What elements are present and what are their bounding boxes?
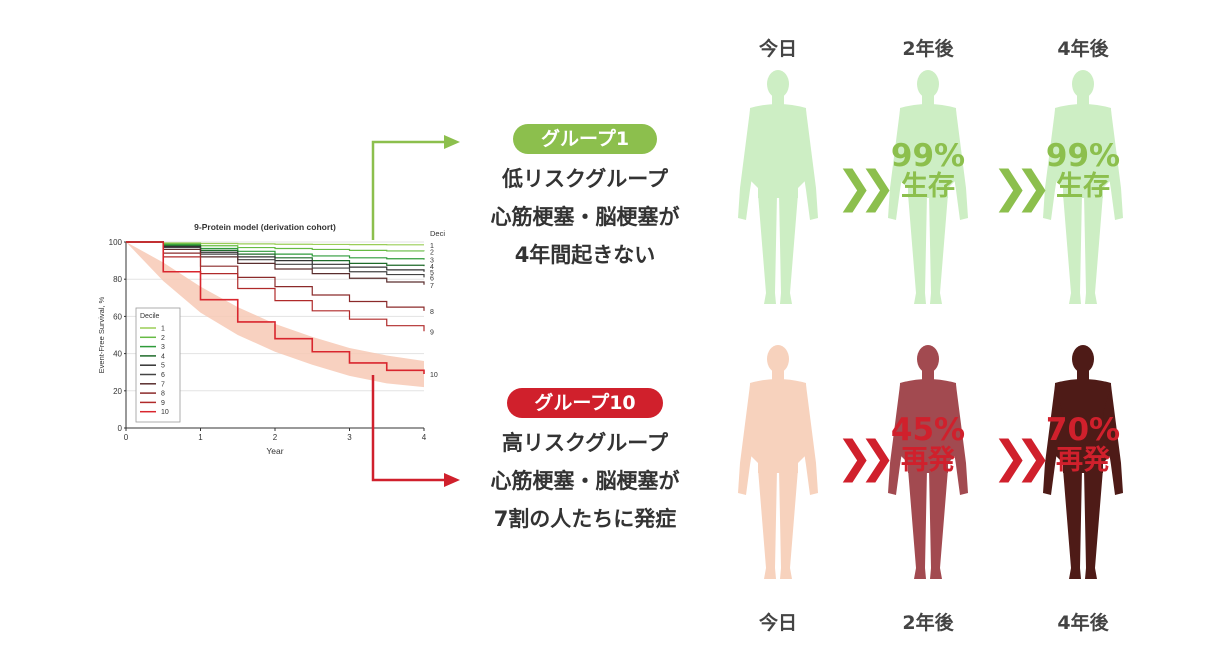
legend-label-6: 6 <box>161 372 165 379</box>
overlay-low-2yr-word: 生存 <box>901 170 955 202</box>
legend-label-2: 2 <box>161 335 165 342</box>
group-10-description: 高リスクグループ 心筋梗塞・脳梗塞が 7割の人たちに発症 <box>490 431 680 531</box>
y-tick-label-20: 20 <box>113 387 122 396</box>
overlay-high-2yr-word: 再発 <box>901 444 955 476</box>
series-line-decile-9 <box>126 241 425 332</box>
label-2yr-top: 2年後 <box>902 38 954 60</box>
group-1-description: 低リスクグループ 心筋梗塞・脳梗塞が 4年間起きない <box>490 167 680 267</box>
overlay-high-4yr: 70% 再発 <box>1023 414 1143 475</box>
end-label-decile-1: 1 <box>430 243 434 250</box>
label-4yr-bottom: 4年後 <box>1057 612 1109 634</box>
chart-title: 9-Protein model (derivation cohort) <box>194 222 336 232</box>
body-high-0 <box>738 345 818 579</box>
series-line-decile-1 <box>126 241 424 246</box>
end-label-decile-10: 10 <box>430 372 438 379</box>
end-label-decile-3: 3 <box>430 258 434 265</box>
y-tick-label-40: 40 <box>113 350 122 359</box>
overlay-low-4yr: 99% 生存 <box>1023 140 1143 201</box>
overlay-high-4yr-word: 再発 <box>1056 444 1110 476</box>
legend-label-3: 3 <box>161 344 165 351</box>
y-tick-label-60: 60 <box>113 312 122 321</box>
x-axis-label: Year <box>266 446 283 456</box>
arrow-to-group-10 <box>371 375 448 482</box>
group-10-badge: グループ10 <box>507 388 663 418</box>
arrow-to-group-1 <box>371 140 448 240</box>
legend-label-7: 7 <box>161 381 165 388</box>
label-2yr-bottom: 2年後 <box>902 612 954 634</box>
legend-label-9: 9 <box>161 400 165 407</box>
overlay-low-2yr: 99% 生存 <box>868 140 988 201</box>
end-label-decile-6: 6 <box>430 275 434 282</box>
label-today-bottom: 今日 <box>758 612 797 634</box>
body-high-2 <box>1043 345 1123 579</box>
series-line-decile-7 <box>126 241 425 285</box>
overlay-high-4yr-percent: 70% <box>1045 412 1121 448</box>
legend-label-5: 5 <box>161 363 165 370</box>
y-tick-label-100: 100 <box>109 238 123 247</box>
y-tick-label-0: 0 <box>118 424 123 433</box>
body-low-0 <box>738 70 818 304</box>
y-tick-label-80: 80 <box>113 275 122 284</box>
x-tick-label-4: 4 <box>422 433 427 442</box>
group-1-badge: グループ1 <box>513 124 657 154</box>
end-label-decile-9: 9 <box>430 329 434 336</box>
end-label-decile-4: 4 <box>430 264 434 271</box>
series-line-decile-2 <box>126 241 425 252</box>
series-line-decile-8 <box>126 241 425 311</box>
overlay-low-2yr-percent: 99% <box>890 138 966 174</box>
legend-label-1: 1 <box>161 326 165 333</box>
end-label-decile-2: 2 <box>430 249 434 256</box>
body-low-2 <box>1043 70 1123 304</box>
x-tick-label-3: 3 <box>347 433 352 442</box>
right-label-header: Deci <box>430 229 445 238</box>
label-4yr-top: 4年後 <box>1057 38 1109 60</box>
legend-label-4: 4 <box>161 353 165 360</box>
label-today-top: 今日 <box>758 38 797 60</box>
series-line-decile-10 <box>126 241 425 375</box>
overlay-low-4yr-percent: 99% <box>1045 138 1121 174</box>
x-tick-label-1: 1 <box>198 433 203 442</box>
overlay-low-4yr-word: 生存 <box>1056 170 1110 202</box>
end-label-decile-7: 7 <box>430 283 434 290</box>
legend-label-10: 10 <box>161 409 169 416</box>
connector-arrows <box>371 135 460 487</box>
arrow-head-group-1 <box>444 135 460 149</box>
legend-title: Decile <box>140 313 160 320</box>
y-axis-label: Event-Free Survival, % <box>97 296 106 373</box>
body-low-1 <box>888 70 968 304</box>
body-high-1 <box>888 345 968 579</box>
arrow-head-group-10 <box>444 473 460 487</box>
overlay-high-2yr: 45% 再発 <box>868 414 988 475</box>
x-tick-label-2: 2 <box>273 433 278 442</box>
overlay-high-2yr-percent: 45% <box>890 412 966 448</box>
legend-label-8: 8 <box>161 391 165 398</box>
end-label-decile-5: 5 <box>430 270 434 277</box>
x-tick-label-0: 0 <box>124 433 129 442</box>
ci-band-decile-10 <box>126 242 424 388</box>
end-label-decile-8: 8 <box>430 309 434 316</box>
